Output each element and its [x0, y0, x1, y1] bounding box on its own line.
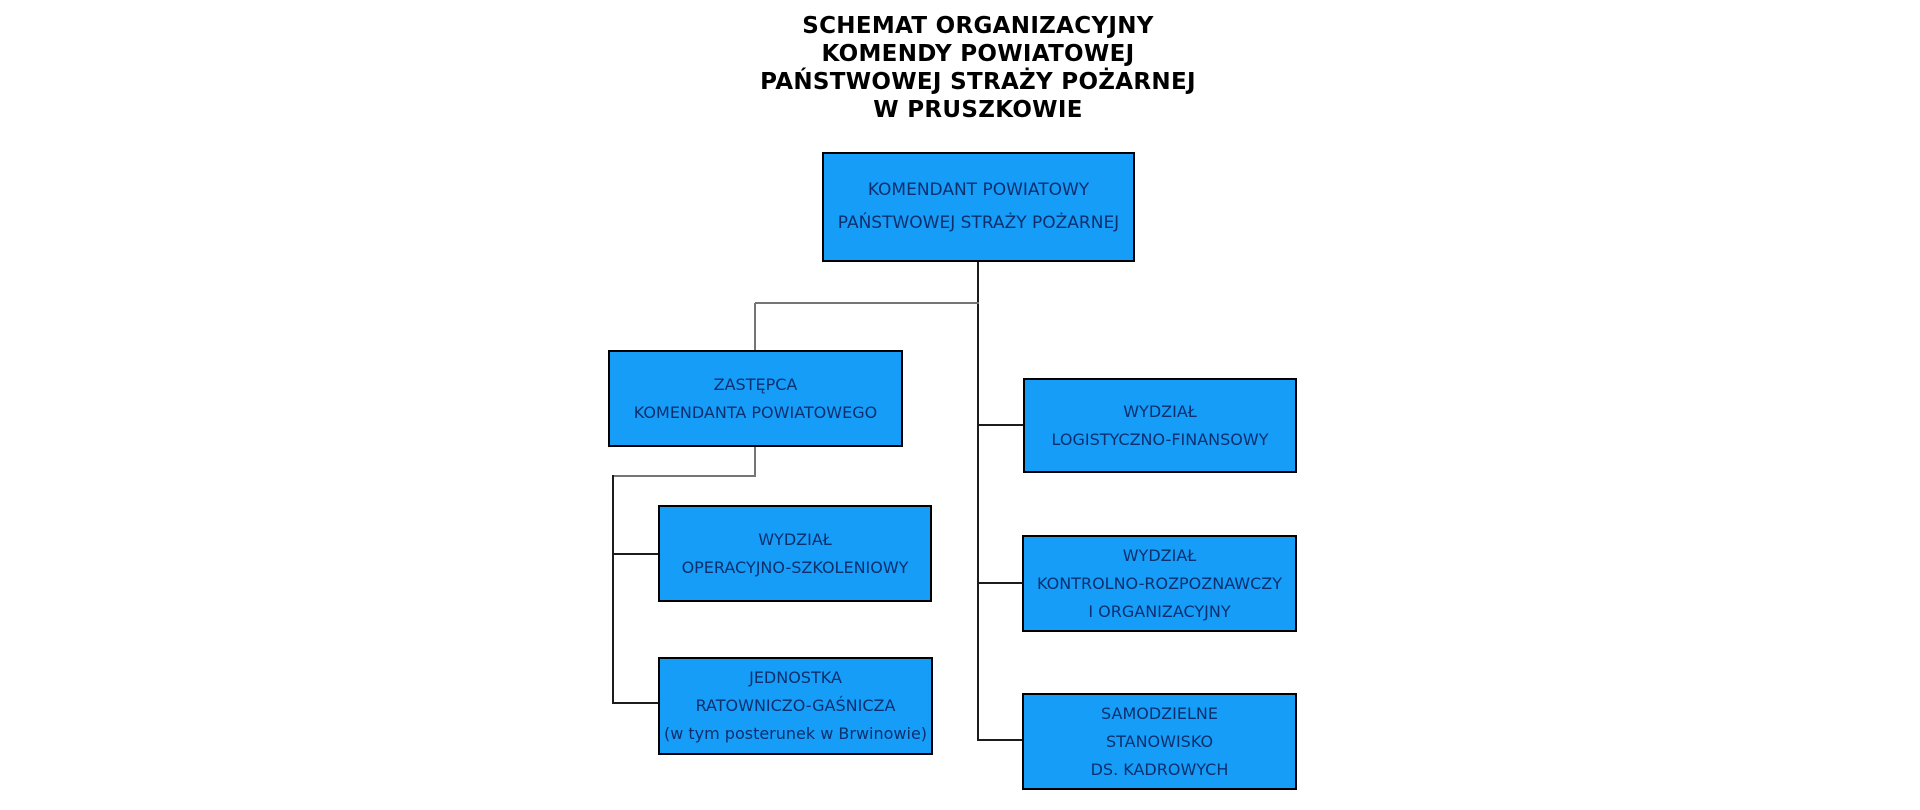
node-label-line: PAŃSTWOWEJ STRAŻY POŻARNEJ [837, 213, 1120, 233]
node-zastepca-komendanta: ZASTĘPCA KOMENDANTA POWIATOWEGO [608, 350, 903, 447]
connector-shoulder-zastepca [612, 475, 756, 477]
chart-title-line: KOMENDY POWIATOWEJ [821, 41, 1135, 67]
node-wydzial-kontrolno-rozpoznawczy: WYDZIAŁ KONTROLNO-ROZPOZNAWCZY I ORGANIZ… [1022, 535, 1297, 632]
node-label-line: I ORGANIZACYJNY [1088, 601, 1231, 621]
node-label-line: SAMODZIELNE [1101, 703, 1218, 723]
connector-stub-jednostka [613, 702, 659, 704]
node-label-line: WYDZIAŁ [1122, 545, 1197, 565]
node-label-line: KOMENDANT POWIATOWY [867, 180, 1090, 200]
connector-shoulder-left [755, 302, 979, 304]
chart-title-line: PAŃSTWOWEJ STRAŻY POŻARNEJ [760, 69, 1196, 95]
chart-title-line: W PRUSZKOWIE [873, 97, 1083, 123]
node-label-line: WYDZIAŁ [1123, 401, 1197, 421]
node-komendant-powiatowy: KOMENDANT POWIATOWY PAŃSTWOWEJ STRAŻY PO… [822, 152, 1135, 262]
node-label-line: RATOWNICZO-GAŚNICZA [695, 696, 896, 715]
node-samodzielne-stanowisko-kadrowe: SAMODZIELNE STANOWISKO DS. KADROWYCH [1022, 693, 1297, 790]
node-label-line: WYDZIAŁ [758, 529, 832, 549]
node-label-line: JEDNOSTKA [749, 668, 842, 687]
node-label-line: KONTROLNO-ROZPOZNAWCZY [1037, 573, 1282, 593]
connector-down-zastepca [754, 303, 756, 351]
connector-trunk-komendant [977, 262, 979, 741]
connector-trunk-zastepca [612, 475, 614, 704]
connector-stub-operacyjno [613, 553, 659, 555]
node-label-line: STANOWISKO [1105, 731, 1214, 751]
node-label-line: KOMENDANTA POWIATOWEGO [633, 402, 878, 422]
node-label-line: OPERACYJNO-SZKOLENIOWY [681, 557, 909, 577]
node-jednostka-ratowniczo-gasnicza: JEDNOSTKA RATOWNICZO-GAŚNICZA (w tym pos… [658, 657, 933, 755]
node-label-line: LOGISTYCZNO-FINANSOWY [1051, 429, 1269, 449]
connector-below-zastepca [754, 447, 756, 477]
chart-title: SCHEMAT ORGANIZACYJNY KOMENDY POWIATOWEJ… [678, 12, 1278, 124]
node-label-line: (w tym posterunek w Brwinowie) [663, 724, 928, 743]
connector-stub-kontrolno [978, 582, 1023, 584]
node-wydzial-logistyczno-finansowy: WYDZIAŁ LOGISTYCZNO-FINANSOWY [1023, 378, 1297, 473]
connector-stub-logistyczno [978, 424, 1024, 426]
node-label-line: DS. KADROWYCH [1090, 759, 1229, 779]
node-wydzial-operacyjno-szkoleniowy: WYDZIAŁ OPERACYJNO-SZKOLENIOWY [658, 505, 932, 602]
connector-stub-samodzielne [978, 739, 1023, 741]
node-label-line: ZASTĘPCA [713, 374, 798, 394]
chart-title-line: SCHEMAT ORGANIZACYJNY [802, 13, 1154, 39]
